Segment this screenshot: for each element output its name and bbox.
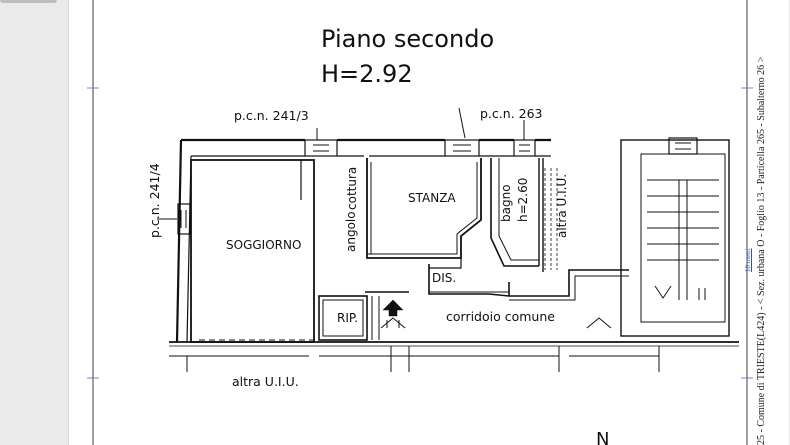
label-altra-uiu-bottom: altra U.I.U.	[232, 374, 299, 389]
stanza-room	[366, 158, 482, 259]
plan-height: H=2.92	[321, 60, 413, 88]
stair-window	[668, 137, 698, 155]
label-altra-uiu-right: altra U.I.U.	[555, 174, 569, 238]
arrow-marker-right	[586, 317, 612, 329]
document-page: Piano secondo H=2.92 p.c.n. 241/3 p.c.n.…	[68, 0, 789, 445]
label-rip: RIP.	[337, 311, 358, 325]
toolbar-button[interactable]	[0, 0, 57, 3]
label-pcn-241-4: p.c.n. 241/4	[147, 163, 162, 238]
window-3	[513, 139, 536, 157]
outer-wall-left	[175, 139, 183, 343]
window-1	[304, 139, 338, 157]
leader-263	[458, 107, 466, 139]
arrow-marker-rip	[380, 317, 406, 329]
label-stanza: STANZA	[408, 191, 456, 205]
bagno-room	[490, 158, 539, 267]
label-pcn-241-3: p.c.n. 241/3	[234, 108, 309, 123]
altra-uiu-hatch	[544, 168, 558, 270]
stair-core	[620, 137, 730, 337]
entry-arrow	[382, 299, 404, 317]
scale-note: 10 metri	[744, 248, 752, 272]
label-north: N	[596, 429, 609, 445]
label-angolo: angolo	[344, 211, 358, 252]
viewer-gutter	[0, 0, 68, 445]
document-reference: 25 - Comune di TRIESTE(L424) - < Sez. ur…	[756, 56, 767, 445]
label-soggiorno: SOGGIORNO	[226, 238, 301, 252]
dis-area	[428, 264, 510, 297]
label-pcn-263: p.c.n. 263	[480, 106, 542, 121]
window-left	[177, 203, 191, 235]
floor-plan: Piano secondo H=2.92 p.c.n. 241/3 p.c.n.…	[87, 0, 753, 445]
corridor-wall-top	[365, 269, 629, 297]
bagno-right-wall	[538, 158, 544, 272]
label-bagno-h: h=2.60	[516, 178, 530, 222]
label-dis: DIS.	[432, 271, 456, 285]
label-cottura: cottura	[345, 167, 359, 210]
plan-title: Piano secondo	[321, 25, 494, 53]
label-corridoio: corridoio comune	[446, 309, 555, 324]
window-2	[444, 139, 480, 157]
label-bagno: bagno	[499, 184, 513, 222]
